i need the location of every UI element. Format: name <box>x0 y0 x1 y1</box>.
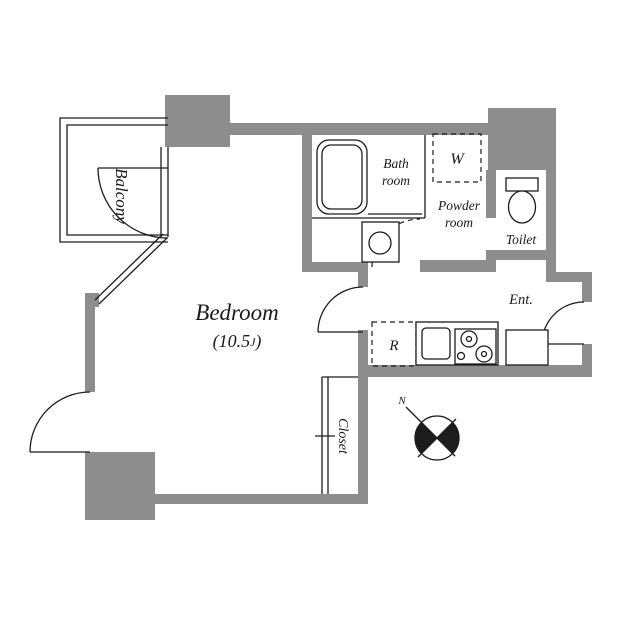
balcony-inner-wall <box>66 124 168 236</box>
corner-window-line-2 <box>98 237 168 305</box>
washer-space-label: W <box>450 151 465 168</box>
pillar-bottom-left <box>85 452 155 520</box>
fixtures <box>316 139 549 366</box>
bedroom-label: Bedroom <box>195 300 278 325</box>
wall-powder-hall <box>420 260 496 272</box>
toilet-label: Toilet <box>506 232 538 247</box>
wall-kitchen-left-lower <box>358 330 368 377</box>
powder-room-label-line2: room <box>445 215 473 230</box>
powder-room-label-line1: Powder <box>437 198 481 213</box>
wall-left <box>85 297 95 392</box>
wall-corner-diagonal <box>85 293 99 307</box>
wall-toilet-left <box>486 170 496 218</box>
stove-burner-small-icon <box>456 351 466 361</box>
toilet-bowl-icon <box>507 190 537 224</box>
compass-needle-nw <box>405 406 456 457</box>
wall-bottom-left <box>148 494 368 504</box>
kitchen-sink-icon <box>421 327 451 360</box>
wall-entrance-top <box>546 272 592 282</box>
balcony-outer-wall <box>59 117 168 243</box>
wall-right-upper <box>546 170 556 282</box>
bathroom-label-line2: room <box>382 173 410 188</box>
stove-burner-2-inner-icon <box>480 350 488 358</box>
outline-lines <box>29 117 585 494</box>
toilet-tank-icon <box>505 177 539 192</box>
compass-sector-left <box>414 422 437 454</box>
closet-label: Closet <box>335 418 350 455</box>
washer-space-box <box>432 133 482 183</box>
corner-window-line-1 <box>94 233 164 301</box>
wall-bath-left <box>302 123 312 272</box>
bedroom-size-label: (10.5J) <box>213 331 262 352</box>
wall-bottom-right <box>358 365 592 377</box>
compass-icon: N <box>397 395 460 461</box>
stove-burner-1-inner-icon <box>465 335 473 343</box>
wall-entrance-right-upper <box>582 282 592 302</box>
entrance-label: Ent. <box>508 292 533 308</box>
pillar-top-right <box>488 108 556 170</box>
wall-closet-right <box>358 377 368 504</box>
wall-toilet-bottom <box>486 250 556 260</box>
refrigerator-space-label: R <box>388 338 398 354</box>
bathroom-label-line1: Bath <box>383 156 409 171</box>
pillar-top-left <box>165 95 230 147</box>
bedroom-door-arc <box>317 286 364 333</box>
bathtub-inner-icon <box>321 144 363 210</box>
compass-sector-right <box>437 422 460 454</box>
room-labels: Balcony Bedroom (10.5J) Bath room Powder… <box>112 151 537 455</box>
compass-needle-ne <box>417 418 457 458</box>
wall-kitchen-left-upper <box>358 262 368 287</box>
left-door-arc <box>29 391 91 453</box>
wall-top <box>230 123 488 135</box>
balcony-label: Balcony <box>112 168 131 224</box>
walls <box>85 95 592 520</box>
shoe-cabinet-icon <box>505 329 549 366</box>
wall-entrance-right-lower <box>582 344 592 377</box>
balcony-door-arc <box>97 167 169 239</box>
compass-north-label: N <box>397 395 406 407</box>
wall-bedroom-powder <box>302 262 368 272</box>
washbasin-bowl-icon <box>368 231 392 255</box>
